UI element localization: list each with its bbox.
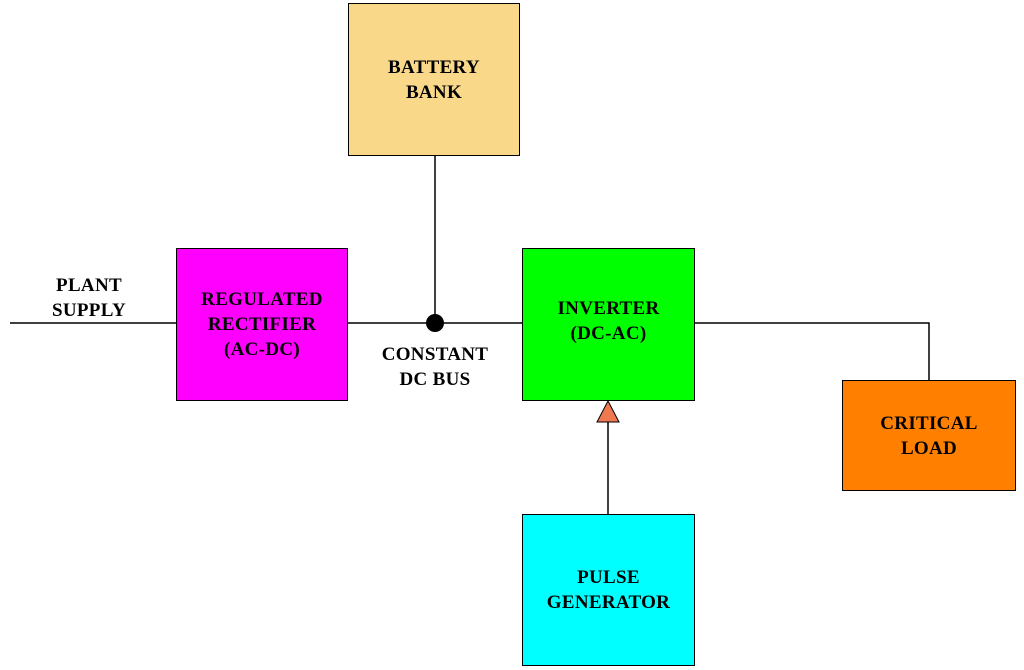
plant-supply-label-line2: SUPPLY bbox=[52, 300, 126, 321]
dc-bus-label-line2: DC BUS bbox=[399, 369, 471, 390]
inverter-to-load-wire bbox=[694, 322, 930, 380]
critical-load-label-line1: CRITICAL bbox=[880, 412, 978, 434]
constant-dc-bus-label: CONSTANT DC BUS bbox=[365, 342, 505, 392]
battery-bank-label-line1: BATTERY bbox=[388, 56, 480, 78]
battery-bank-label-line2: BANK bbox=[405, 81, 463, 103]
plant-supply-label-line1: PLANT bbox=[56, 275, 122, 296]
rectifier-label-line2: RECTIFIER bbox=[207, 314, 317, 335]
battery-bank-block: BATTERY BANK bbox=[348, 3, 520, 156]
rectifier-label-line1: REGULATED bbox=[201, 289, 323, 310]
inverter-label-line2: (DC-AC) bbox=[570, 323, 647, 344]
inverter-label-line1: INVERTER bbox=[557, 298, 660, 319]
plant-supply-label: PLANT SUPPLY bbox=[34, 273, 144, 323]
pulse-arrow-icon bbox=[596, 399, 620, 423]
regulated-rectifier-block: REGULATED RECTIFIER (AC-DC) bbox=[176, 248, 348, 401]
rectifier-label-line3: (AC-DC) bbox=[224, 339, 300, 360]
pulse-generator-label-line2: GENERATOR bbox=[546, 592, 671, 613]
critical-load-block: CRITICAL LOAD bbox=[842, 380, 1016, 491]
dc-bus-label-line1: CONSTANT bbox=[381, 344, 489, 365]
dc-bus-junction-dot bbox=[426, 314, 444, 332]
inverter-block: INVERTER (DC-AC) bbox=[522, 248, 695, 401]
critical-load-label-line2: LOAD bbox=[900, 437, 958, 459]
pulse-generator-block: PULSE GENERATOR bbox=[522, 514, 695, 666]
pulse-generator-label-line1: PULSE bbox=[577, 567, 640, 588]
